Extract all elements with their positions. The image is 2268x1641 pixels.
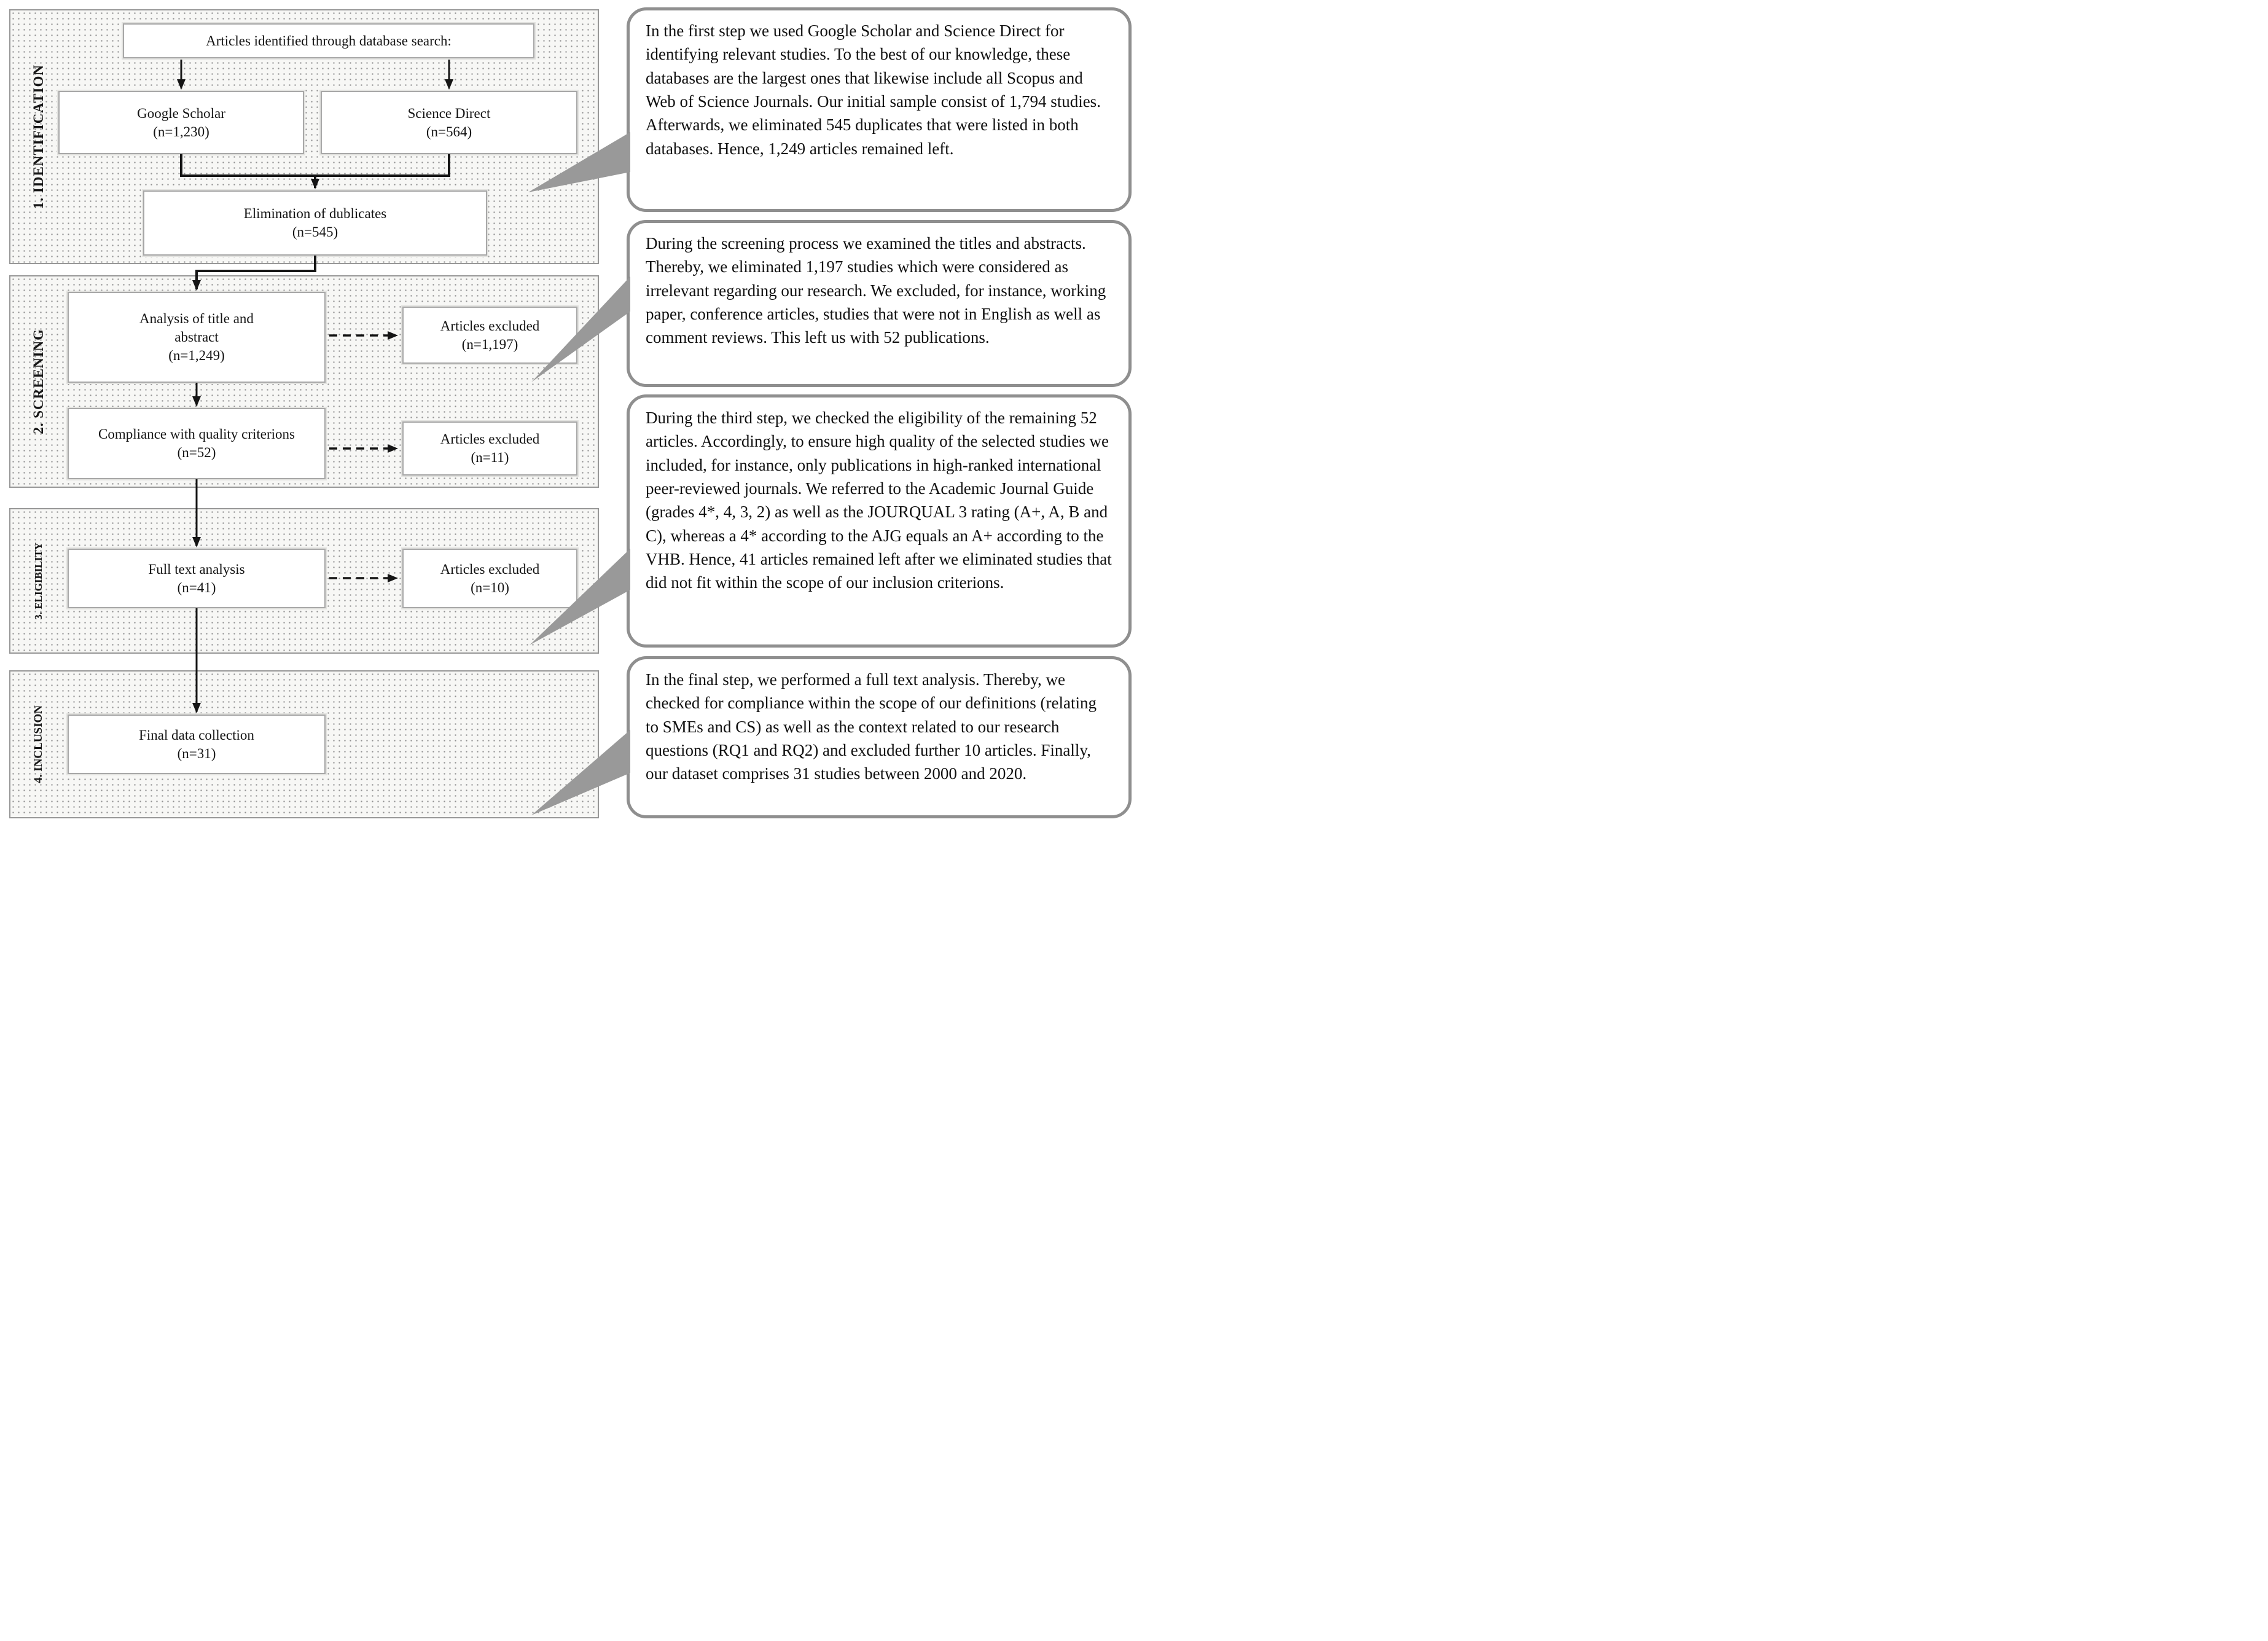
- section-label-eligibility: 3. ELIGIBILITY: [33, 542, 44, 620]
- box-excluded-screening-1: Articles excluded (n=1,197): [402, 307, 577, 364]
- box-excluded-eligibility: Articles excluded (n=10): [402, 549, 577, 608]
- box-label: Articles excluded: [440, 561, 540, 577]
- box-label: Elimination of dublicates: [243, 206, 387, 222]
- box-label: Articles identified through database sea…: [206, 33, 452, 49]
- box-count: (n=10): [471, 579, 509, 595]
- band-label-wrap: 3. ELIGIBILITY: [10, 509, 67, 652]
- box-label: Articles excluded: [440, 318, 540, 334]
- callout-screening: During the screening process we examined…: [627, 220, 1132, 387]
- box-count: (n=11): [471, 450, 509, 465]
- section-label-screening: 2. SCREENING: [31, 329, 46, 434]
- callout-text: In the final step, we performed a full t…: [646, 670, 1097, 783]
- box-quality-criteria: Compliance with quality criterions (n=52…: [68, 408, 326, 479]
- box-label: Science Direct: [407, 105, 491, 121]
- section-label-identification: 1. IDENTIFICATION: [31, 64, 46, 210]
- callout-text: During the screening process we examined…: [646, 234, 1106, 347]
- band-label-wrap: 2. SCREENING: [10, 276, 67, 487]
- box-count: (n=41): [177, 579, 216, 595]
- box-label: Full text analysis: [148, 561, 245, 577]
- callout-identification: In the first step we used Google Scholar…: [627, 7, 1132, 212]
- box-excluded-screening-2: Articles excluded (n=11): [402, 421, 577, 476]
- callout-text: During the third step, we checked the el…: [646, 409, 1112, 592]
- box-label: Articles excluded: [440, 431, 540, 447]
- box-final-data-collection: Final data collection (n=31): [68, 715, 326, 774]
- box-articles-identified: Articles identified through database sea…: [123, 23, 534, 58]
- box-title-abstract-analysis: Analysis of title and abstract (n=1,249): [68, 292, 326, 383]
- box-count: (n=52): [177, 445, 216, 460]
- box-count: (n=1,230): [153, 123, 209, 139]
- section-label-inclusion: 4. INCLUSION: [32, 705, 45, 783]
- box-science-direct: Science Direct (n=564): [321, 91, 577, 154]
- box-google-scholar: Google Scholar (n=1,230): [58, 91, 304, 154]
- box-count: (n=564): [426, 123, 472, 139]
- box-count: (n=545): [292, 224, 338, 240]
- box-elimination-duplicates: Elimination of dublicates (n=545): [143, 190, 487, 256]
- box-label: Analysis of title and abstract: [139, 311, 254, 345]
- box-count: (n=31): [177, 745, 216, 761]
- band-label-wrap: 4. INCLUSION: [10, 672, 67, 817]
- box-label: Google Scholar: [137, 105, 225, 121]
- callout-text: In the first step we used Google Scholar…: [646, 22, 1101, 158]
- box-label: Compliance with quality criterions: [98, 426, 295, 442]
- box-label: Final data collection: [139, 727, 254, 743]
- box-count: (n=1,249): [168, 347, 225, 363]
- callout-inclusion: In the final step, we performed a full t…: [627, 656, 1132, 818]
- box-count: (n=1,197): [461, 336, 518, 352]
- box-full-text-analysis: Full text analysis (n=41): [68, 549, 326, 608]
- callout-eligibility: During the third step, we checked the el…: [627, 394, 1132, 648]
- flow-diagram-page: 1. IDENTIFICATION 2. SCREENING 3. ELIGIB…: [0, 0, 1134, 821]
